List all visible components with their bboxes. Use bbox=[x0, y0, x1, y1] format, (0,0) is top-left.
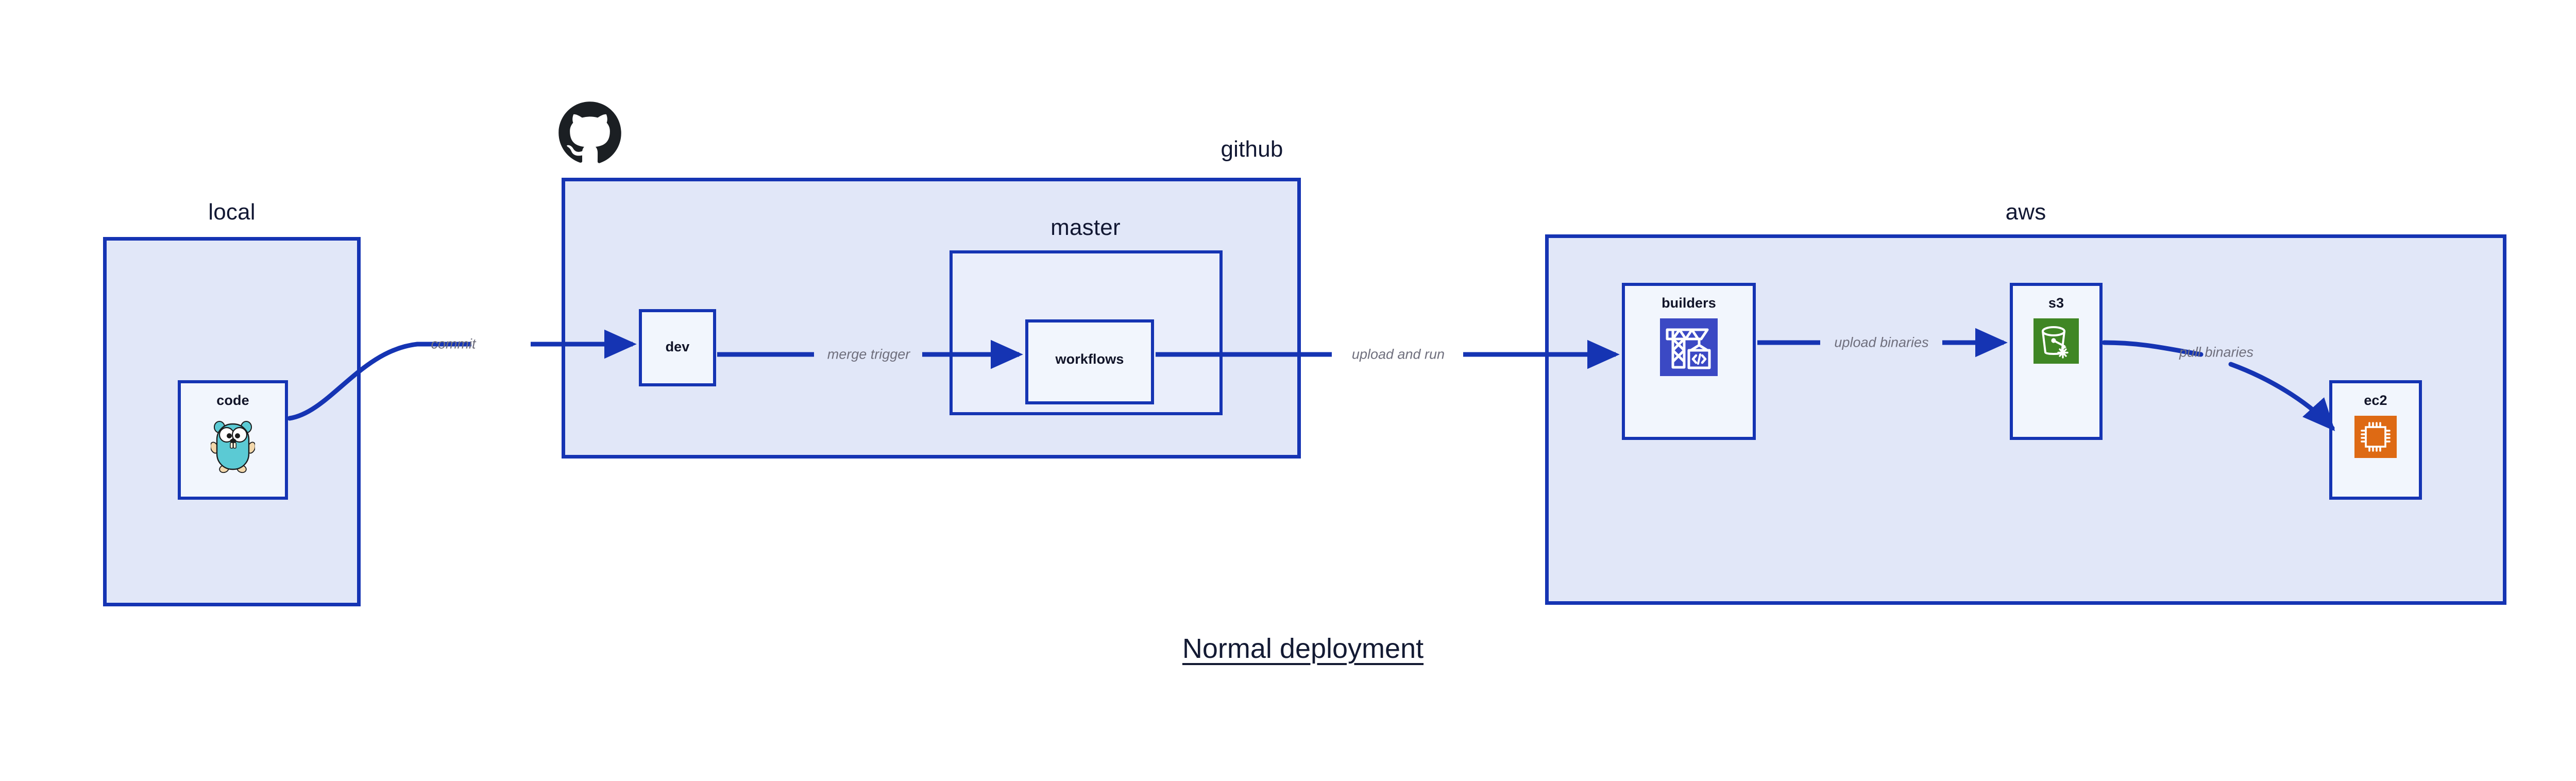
cpu-chip-icon bbox=[2354, 416, 2397, 458]
edge-label-upload-binaries: upload binaries bbox=[1834, 334, 1929, 350]
node-code[interactable]: code bbox=[178, 380, 288, 500]
group-github-label: github bbox=[1221, 137, 1283, 162]
go-gopher-icon bbox=[210, 416, 256, 473]
node-ec2-label: ec2 bbox=[2364, 393, 2387, 408]
node-dev-label: dev bbox=[665, 339, 690, 354]
node-workflows-label: workflows bbox=[1055, 351, 1124, 367]
edge-label-upload-and-run: upload and run bbox=[1351, 346, 1445, 362]
node-s3[interactable]: s3 bbox=[2010, 283, 2103, 440]
github-octocat-icon bbox=[558, 101, 621, 163]
node-dev[interactable]: dev bbox=[639, 309, 716, 386]
group-master-label: master bbox=[1050, 215, 1121, 240]
group-local-label: local bbox=[208, 199, 256, 225]
edge-label-pull-binaries: pull binaries bbox=[2179, 344, 2254, 360]
edge-label-merge-trigger: merge trigger bbox=[827, 346, 910, 362]
build-crane-icon bbox=[1660, 318, 1718, 376]
node-builders[interactable]: builders bbox=[1622, 283, 1756, 440]
node-code-label: code bbox=[216, 393, 249, 408]
node-builders-label: builders bbox=[1662, 295, 1716, 311]
node-ec2[interactable]: ec2 bbox=[2329, 380, 2422, 500]
group-aws-label: aws bbox=[2005, 199, 2046, 225]
diagram-title: Normal deployment bbox=[1182, 633, 1424, 664]
node-s3-label: s3 bbox=[2048, 295, 2064, 311]
s3-bucket-icon bbox=[2033, 318, 2079, 364]
edge-label-commit: commit bbox=[431, 336, 476, 352]
node-workflows[interactable]: workflows bbox=[1025, 319, 1154, 404]
